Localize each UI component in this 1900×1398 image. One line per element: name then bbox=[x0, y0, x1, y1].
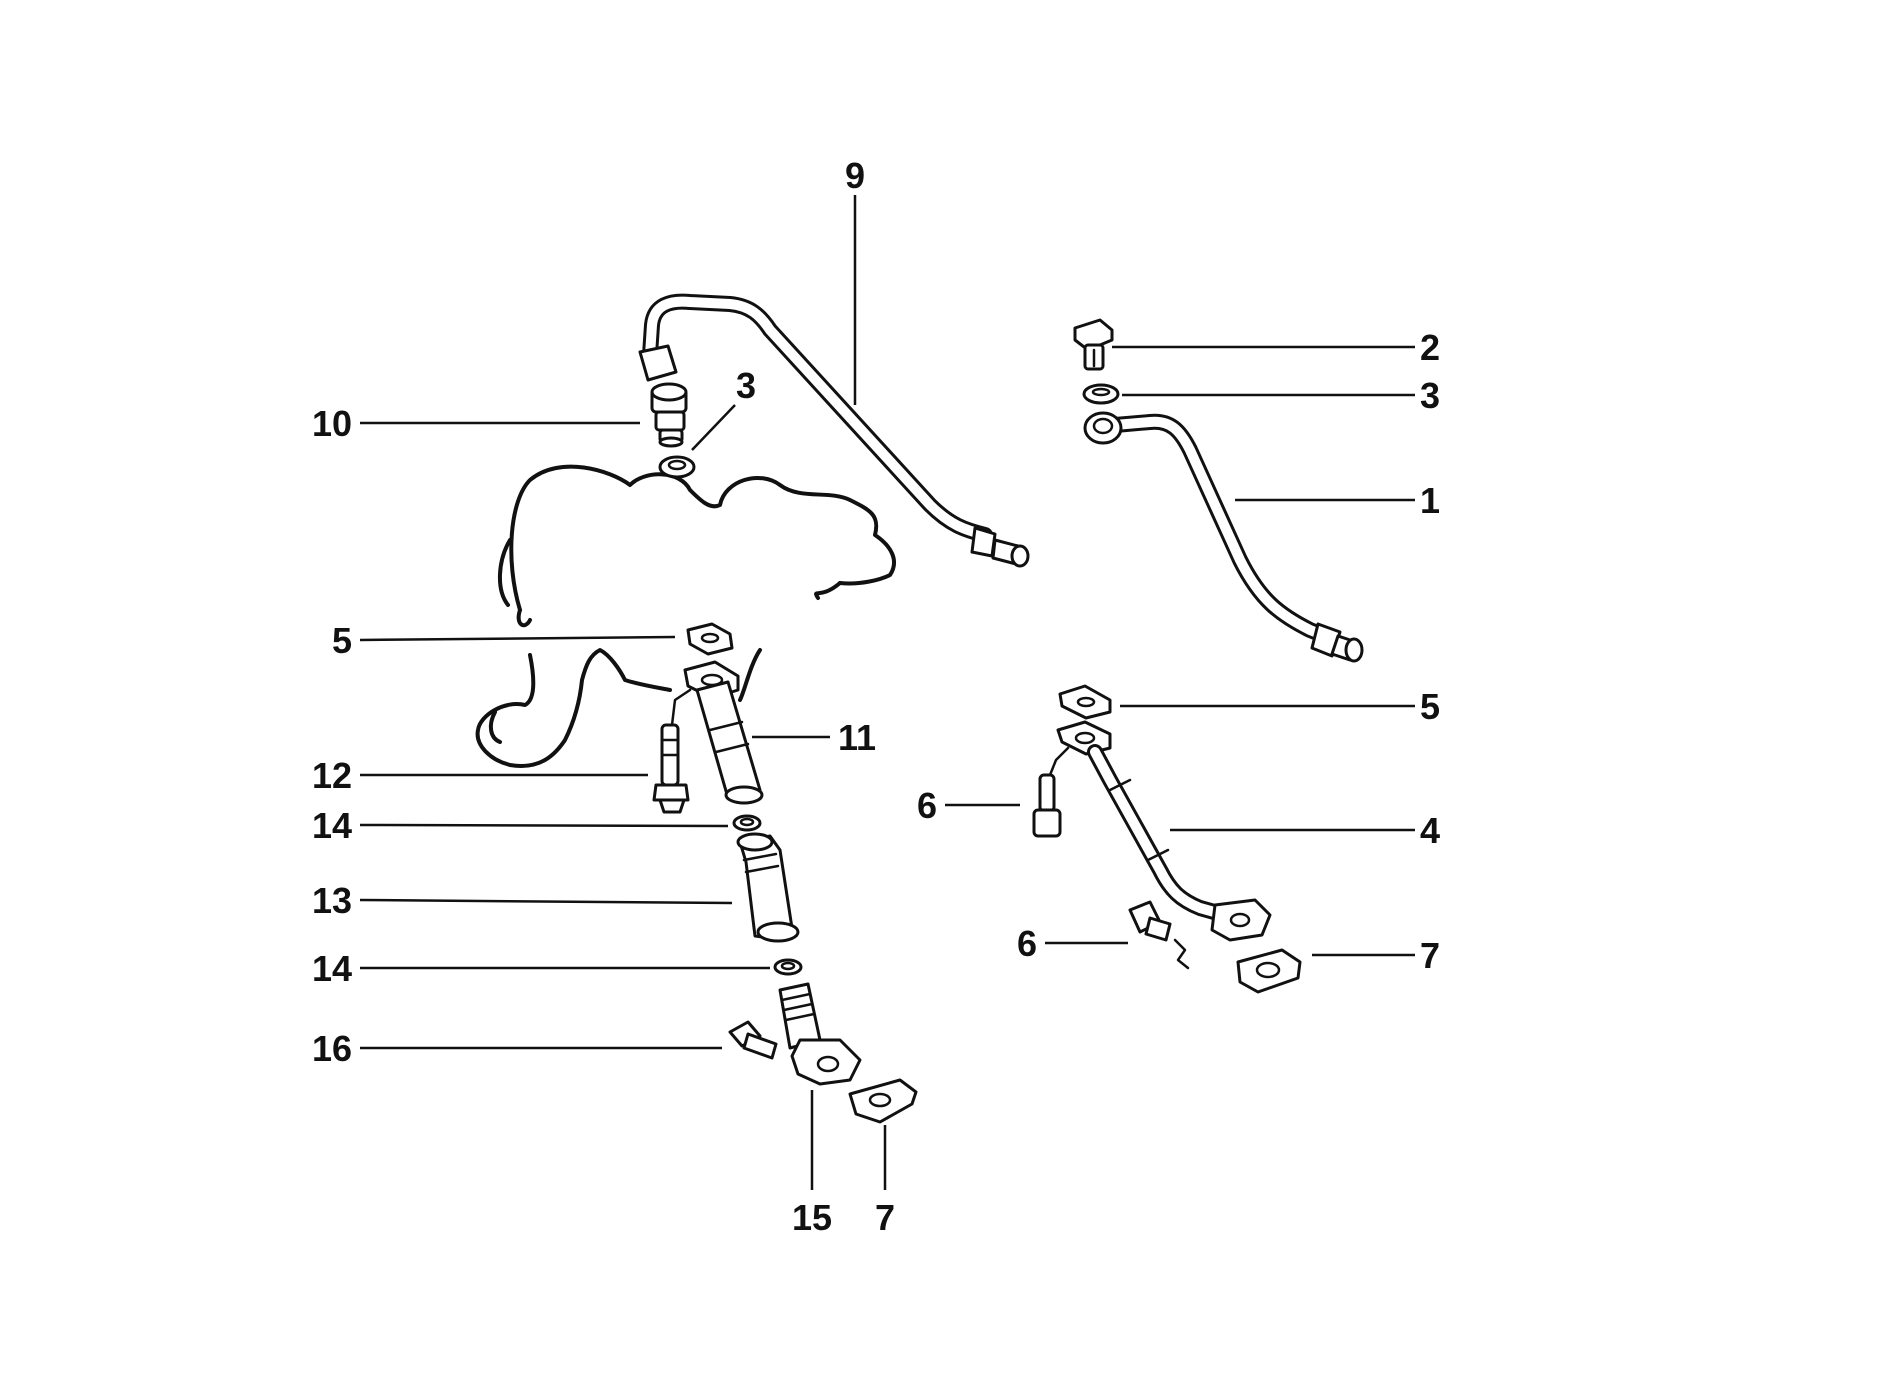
callout-12: 12 bbox=[312, 755, 352, 796]
callout-5-left: 5 bbox=[332, 620, 352, 661]
callout-7-right: 7 bbox=[1420, 935, 1440, 976]
oil-feed-pipe-9 bbox=[638, 293, 1030, 568]
bolt-16 bbox=[728, 1020, 778, 1060]
bolt-6-upper bbox=[1032, 746, 1070, 838]
sealing-washer-3-left bbox=[658, 455, 696, 479]
gasket-7-right bbox=[1236, 948, 1302, 994]
callout-6-upper: 6 bbox=[917, 785, 937, 826]
callout-16: 16 bbox=[312, 1028, 352, 1069]
callout-labels: 9 10 3 2 3 1 5 5 11 6 4 12 14 13 6 7 14 … bbox=[312, 155, 1440, 1238]
sealing-washer-3-right bbox=[1082, 383, 1120, 405]
drain-tube-11 bbox=[683, 660, 764, 805]
bolt-6-lower bbox=[1128, 900, 1190, 970]
callout-5-right: 5 bbox=[1420, 686, 1440, 727]
oil-pipe-1 bbox=[1083, 411, 1364, 663]
callout-14-upper: 14 bbox=[312, 805, 352, 846]
callout-1: 1 bbox=[1420, 480, 1440, 521]
o-ring-14-upper bbox=[732, 814, 762, 832]
banjo-bolt-2 bbox=[1073, 318, 1114, 371]
callout-3-right: 3 bbox=[1420, 375, 1440, 416]
flanged-elbow-15 bbox=[778, 982, 862, 1086]
callout-11: 11 bbox=[838, 717, 876, 758]
callout-10: 10 bbox=[312, 403, 352, 444]
o-ring-14-lower bbox=[773, 958, 803, 976]
union-adapter-10 bbox=[650, 382, 688, 448]
callout-15: 15 bbox=[792, 1197, 832, 1238]
callout-7-bottom: 7 bbox=[875, 1197, 895, 1238]
callout-14-lower: 14 bbox=[312, 948, 352, 989]
gasket-7-bottom bbox=[848, 1078, 918, 1124]
callout-9: 9 bbox=[845, 155, 865, 196]
callout-2: 2 bbox=[1420, 327, 1440, 368]
drain-pipe-4 bbox=[1056, 720, 1272, 942]
leader-lines bbox=[359, 195, 1415, 1190]
gasket-5-left bbox=[686, 622, 734, 656]
connector-tube-13 bbox=[736, 832, 800, 943]
engine-housing-outline bbox=[475, 464, 896, 768]
callout-3-left: 3 bbox=[736, 365, 756, 406]
callout-6-lower: 6 bbox=[1017, 923, 1037, 964]
gasket-5-right bbox=[1058, 684, 1112, 720]
bolt-12 bbox=[652, 688, 692, 814]
callout-13: 13 bbox=[312, 880, 352, 921]
callout-4: 4 bbox=[1420, 810, 1440, 851]
